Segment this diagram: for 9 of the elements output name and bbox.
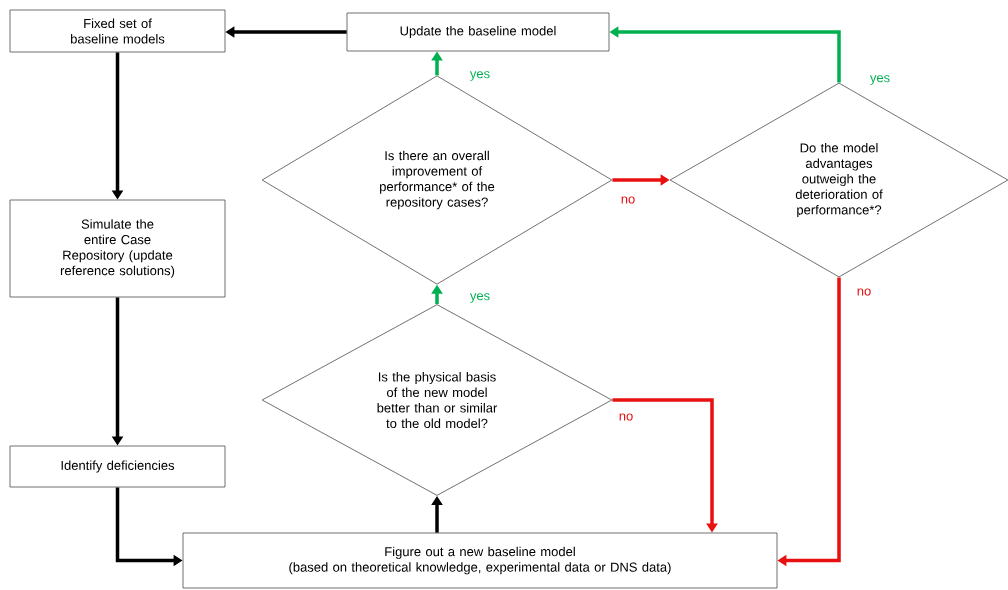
process-box: Figure out a new baseline model (based on theoretical knowledge, experimental data or DNS data) [182,532,778,589]
edge-label: no [617,412,635,422]
edge-label: no [855,287,873,297]
process-box: Update the baseline model [346,12,610,52]
edge-label: yes [468,292,492,304]
process-box: Fixed set of baseline models [9,9,226,53]
process-box: Identify deficiencies [9,445,226,488]
process-box: Simulate the entire Case Repository (update reference solutions) [9,199,226,298]
edge-label: no [619,195,637,205]
